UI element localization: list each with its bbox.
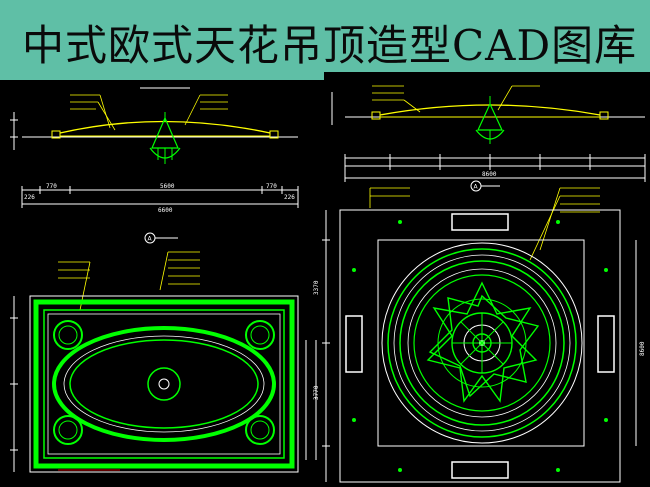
rosette-medallion-icon (426, 281, 540, 403)
plan-marker-label-right: A (474, 184, 479, 191)
cad-drawing-canvas: 770 5600 770 226 226 6600 A (0, 80, 650, 487)
elevation-marker-icon: A (470, 180, 500, 192)
dim-label-770-left: 770 (46, 183, 57, 190)
dim-label-8600-side: 8600 (639, 341, 646, 356)
elevation-marker-icon: A (144, 232, 178, 244)
dim-label-3370: 3370 (313, 280, 320, 295)
banner-divider (324, 72, 650, 80)
plan-marker-label-left: A (148, 236, 153, 243)
title-banner: 中式欧式天花吊顶造型CAD图库 (0, 0, 650, 80)
left-elevation: 770 5600 770 226 226 6600 (10, 87, 299, 214)
banner-title: 中式欧式天花吊顶造型CAD图库 (22, 21, 638, 70)
dim-label-mid: 5600 (160, 183, 175, 190)
dim-label-226-right: 226 (284, 194, 295, 201)
dim-label-770-right: 770 (266, 183, 277, 190)
dim-label-total-left: 6600 (158, 207, 173, 214)
dim-label-226-left: 226 (24, 194, 35, 201)
right-elevation: 8600 (331, 85, 646, 182)
right-ceiling-plan: 3370 3770 8600 (313, 187, 646, 483)
dim-label-3770: 3770 (313, 385, 320, 400)
dim-label-total-right: 8600 (482, 171, 497, 178)
left-ceiling-plan (10, 251, 317, 473)
